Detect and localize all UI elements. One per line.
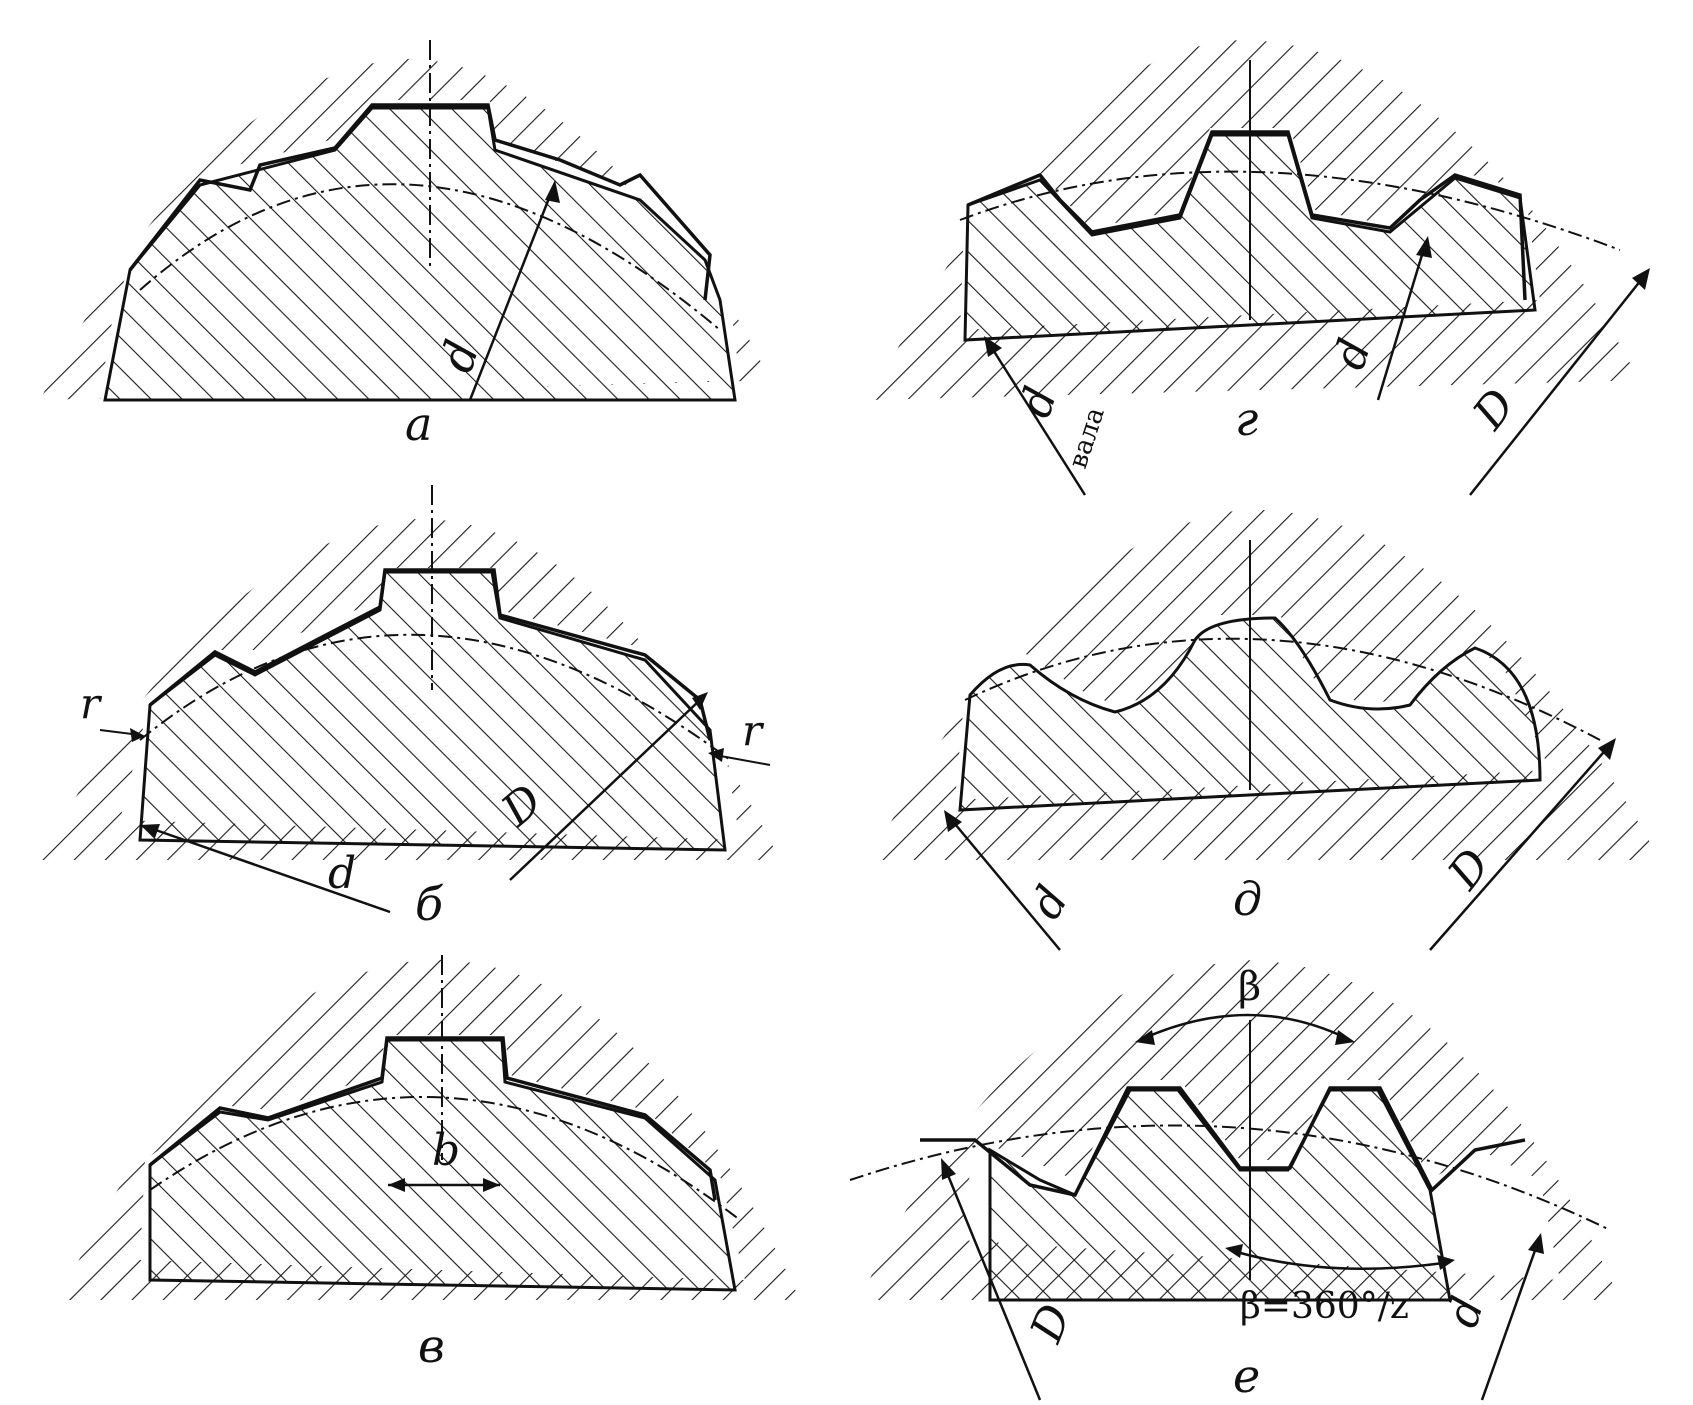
panel-g-dval-arrowhead [984, 336, 1002, 357]
panel-b-d-arrowhead [140, 824, 160, 838]
panel-a-tooth-profile [128, 103, 712, 301]
panel-e-tooth-profile [920, 1086, 1526, 1198]
panel-e-caption: е [1233, 1349, 1260, 1403]
panel-e-pitch-circle [849, 1124, 1611, 1231]
panel-b-pitch-circle [139, 633, 731, 761]
panel-g-tooth-profile [967, 130, 1527, 301]
panel-a-pitch-circle [139, 183, 721, 331]
panel-v-b-arrow-right [483, 1178, 500, 1192]
panel-e-beta-arrow-left [1135, 1030, 1155, 1045]
panel-e-beta-arrow-right [1335, 1030, 1355, 1045]
panel-g-D-label: D [1463, 380, 1526, 440]
panel-v: b в [60, 955, 800, 1373]
panel-e-beta-formula-arrow-right [1437, 1255, 1455, 1270]
panel-b-d-label: d [328, 848, 356, 899]
panel-e-beta-formula-arrow-left [1225, 1244, 1243, 1258]
panel-g-d-leader [1376, 244, 1427, 401]
panel-e-d-arrowhead [1528, 1233, 1544, 1254]
panel-a-shaft-section [103, 106, 737, 402]
panel-dd-D-arrowhead [1598, 738, 1616, 760]
panel-b-d-leader [149, 826, 391, 914]
panel-dd: d D д [870, 509, 1660, 951]
panel-dd-D-leader [1429, 744, 1611, 951]
panel-dd-d-label: d [1020, 878, 1078, 928]
panel-b-caption: б [415, 877, 444, 931]
panel-v-b-label: b [432, 1125, 460, 1176]
panel-b-D-arrowhead [692, 692, 708, 710]
panel-dd-caption: д [1233, 872, 1262, 926]
panel-b-r-right-leader [714, 754, 771, 766]
panel-e-shaft-section [988, 1088, 1452, 1302]
panel-dd-pitch-circle [964, 637, 1601, 741]
panel-g-dval-subscript: вала [1063, 404, 1111, 472]
panel-v-shaft-section [148, 1038, 737, 1292]
panel-e-beta-arc [1139, 1013, 1351, 1042]
panel-b-r-left-arrowhead [130, 728, 145, 742]
panel-a-caption: а [405, 397, 432, 451]
panel-v-tooth-profile [148, 1036, 717, 1201]
panel-b-D-leader [509, 699, 701, 881]
panel-dd-d-arrowhead [944, 810, 962, 832]
panel-b-r-right-arrowhead [708, 748, 724, 762]
panel-e-beta-formula-arc [1229, 1248, 1451, 1270]
panel-e-beta-label: β [1238, 964, 1261, 1010]
panel-a: d а [40, 40, 780, 451]
panel-g-d-arrowhead [1416, 236, 1432, 258]
panel-g: d D d вала г [870, 40, 1650, 496]
panel-v-b-arrow-left [388, 1178, 405, 1192]
panel-e: β β=360°/z D d е [849, 960, 1620, 1403]
panel-g-dval-leader [988, 344, 1087, 496]
panel-g-caption: г [1235, 392, 1258, 446]
panel-b-r-right-label: r [742, 706, 765, 755]
panel-g-D-leader [1469, 274, 1646, 496]
panel-e-D-leader [943, 1167, 1042, 1401]
panel-e-D-arrowhead [941, 1158, 956, 1180]
panel-g-pitch-circle [959, 170, 1621, 251]
panel-a-d-arrowhead [545, 180, 560, 203]
panel-dd-d-leader [949, 817, 1061, 951]
panel-a-d-leader [468, 187, 555, 401]
panel-b-r-left-label: r [80, 679, 103, 728]
panel-g-D-arrowhead [1632, 268, 1650, 290]
panel-v-caption: в [418, 1319, 445, 1373]
panel-e-D-label: D [1021, 1297, 1082, 1350]
panel-b: r r d D б [40, 485, 780, 931]
panel-b-tooth-profile [148, 568, 712, 741]
panel-b-shaft-section [138, 570, 727, 852]
panel-e-beta-formula-label: β=360°/z [1240, 1286, 1409, 1327]
panel-e-d-leader [1480, 1241, 1540, 1401]
